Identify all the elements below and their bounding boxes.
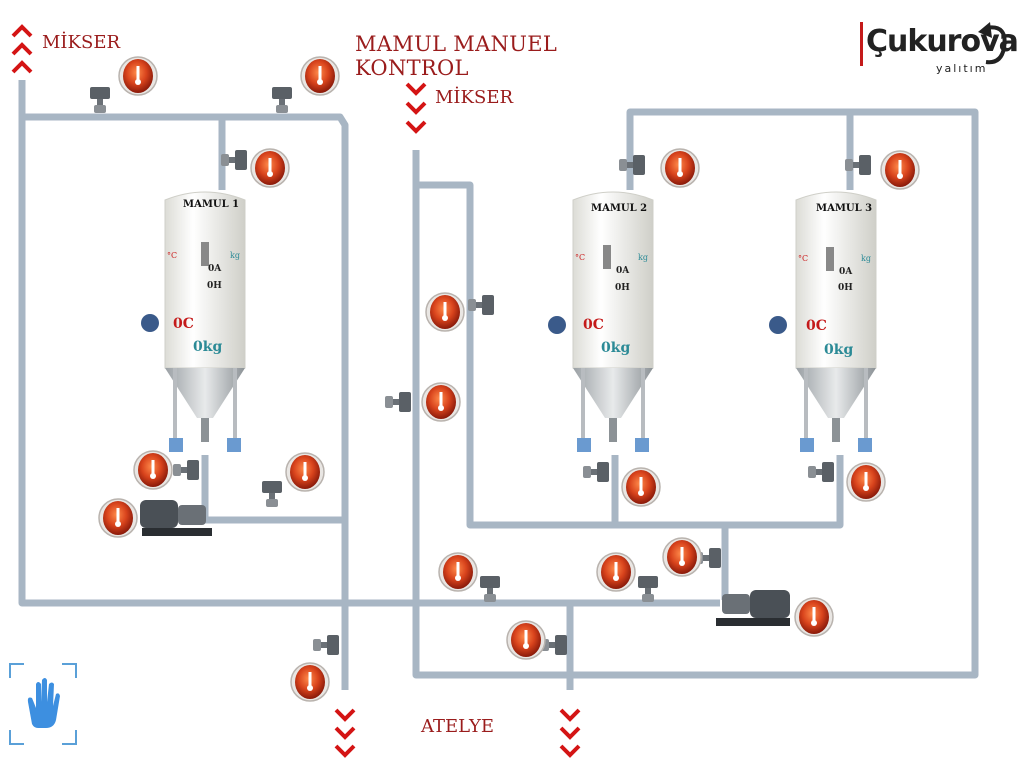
temp-unit: °C: [798, 254, 808, 263]
weight-unit: kg: [638, 253, 648, 262]
valve-control-button[interactable]: [506, 620, 546, 660]
motor-icon: [548, 316, 566, 334]
amps-value: 0A: [208, 264, 222, 274]
company-logo: Çukurova yalıtım: [858, 18, 1019, 76]
valve-control-button[interactable]: [421, 382, 461, 422]
valve-control-button[interactable]: [846, 462, 886, 502]
valve-icon: [638, 576, 658, 602]
tank-name: MAMUL 1: [183, 199, 239, 210]
valve-icon: [262, 481, 282, 507]
tank-mamul-2: MAMUL 2 °C kg 0A 0H 0C 0kg: [572, 191, 654, 452]
valve-control-button[interactable]: [438, 552, 478, 592]
valve-control-button[interactable]: [300, 56, 340, 96]
pump-control-button[interactable]: [98, 498, 138, 538]
motor-icon: [141, 314, 159, 332]
valve-control-button[interactable]: [880, 150, 920, 190]
valve-control-button[interactable]: [285, 452, 325, 492]
valve-control-button[interactable]: [133, 450, 173, 490]
logo-mark-icon: [860, 22, 1007, 66]
valve-icon: [313, 635, 339, 655]
page-title: MAMUL MANUEL KONTROL: [355, 32, 558, 80]
amps-value: 0A: [839, 267, 853, 277]
valve-icon: [90, 87, 110, 113]
weight-value: 0kg: [193, 339, 222, 355]
valve-control-button[interactable]: [290, 662, 330, 702]
valve-control-button[interactable]: [425, 292, 465, 332]
pump-control-button[interactable]: [794, 597, 834, 637]
logo-text: Çukurova: [866, 24, 1019, 59]
mikser-center-label: MİKSER: [435, 87, 514, 108]
temp-unit: °C: [167, 251, 177, 260]
temperature-value: 0C: [806, 318, 827, 334]
mikser-left-label: MİKSER: [42, 32, 121, 53]
temperature-value: 0C: [583, 317, 604, 333]
tank-mamul-3: MAMUL 3 °C kg 0A 0H 0C 0kg: [795, 191, 877, 452]
valve-control-button[interactable]: [621, 467, 661, 507]
flow-down-chevron-icon: [559, 708, 581, 757]
hours-value: 0H: [838, 283, 853, 293]
pump-motor-left-icon: [140, 500, 212, 536]
hours-value: 0H: [615, 283, 630, 293]
flow-down-chevron-icon: [334, 708, 356, 757]
valve-icon: [808, 462, 834, 482]
flow-down-chevron-icon: [405, 82, 427, 133]
motor-icon: [769, 316, 787, 334]
weight-unit: kg: [230, 251, 240, 260]
temperature-value: 0C: [173, 316, 194, 332]
manual-mode-button[interactable]: [8, 662, 78, 746]
valve-control-button[interactable]: [596, 552, 636, 592]
logo-subtext: yalıtım: [936, 62, 988, 75]
tank-mamul-1: MAMUL 1 °C kg 0A 0H 0C 0kg: [164, 191, 246, 452]
valve-icon: [385, 392, 411, 412]
weight-value: 0kg: [824, 342, 853, 358]
tank-name: MAMUL 3: [816, 203, 872, 214]
hand-icon: [9, 663, 77, 745]
pump-motor-right-icon: [716, 590, 790, 626]
valve-control-button[interactable]: [118, 56, 158, 96]
temp-unit: °C: [575, 253, 585, 262]
flow-up-chevron-icon: [11, 25, 33, 74]
weight-value: 0kg: [601, 340, 630, 356]
valve-icon: [583, 462, 609, 482]
atelye-label: ATELYE: [421, 716, 494, 737]
tank-name: MAMUL 2: [591, 203, 647, 214]
valve-icon: [480, 576, 500, 602]
hours-value: 0H: [207, 281, 222, 291]
valve-control-button[interactable]: [662, 537, 702, 577]
amps-value: 0A: [616, 266, 630, 276]
valve-control-button[interactable]: [250, 148, 290, 188]
valve-icon: [272, 87, 292, 113]
valve-control-button[interactable]: [660, 148, 700, 188]
weight-unit: kg: [861, 254, 871, 263]
valve-icon: [173, 460, 199, 480]
